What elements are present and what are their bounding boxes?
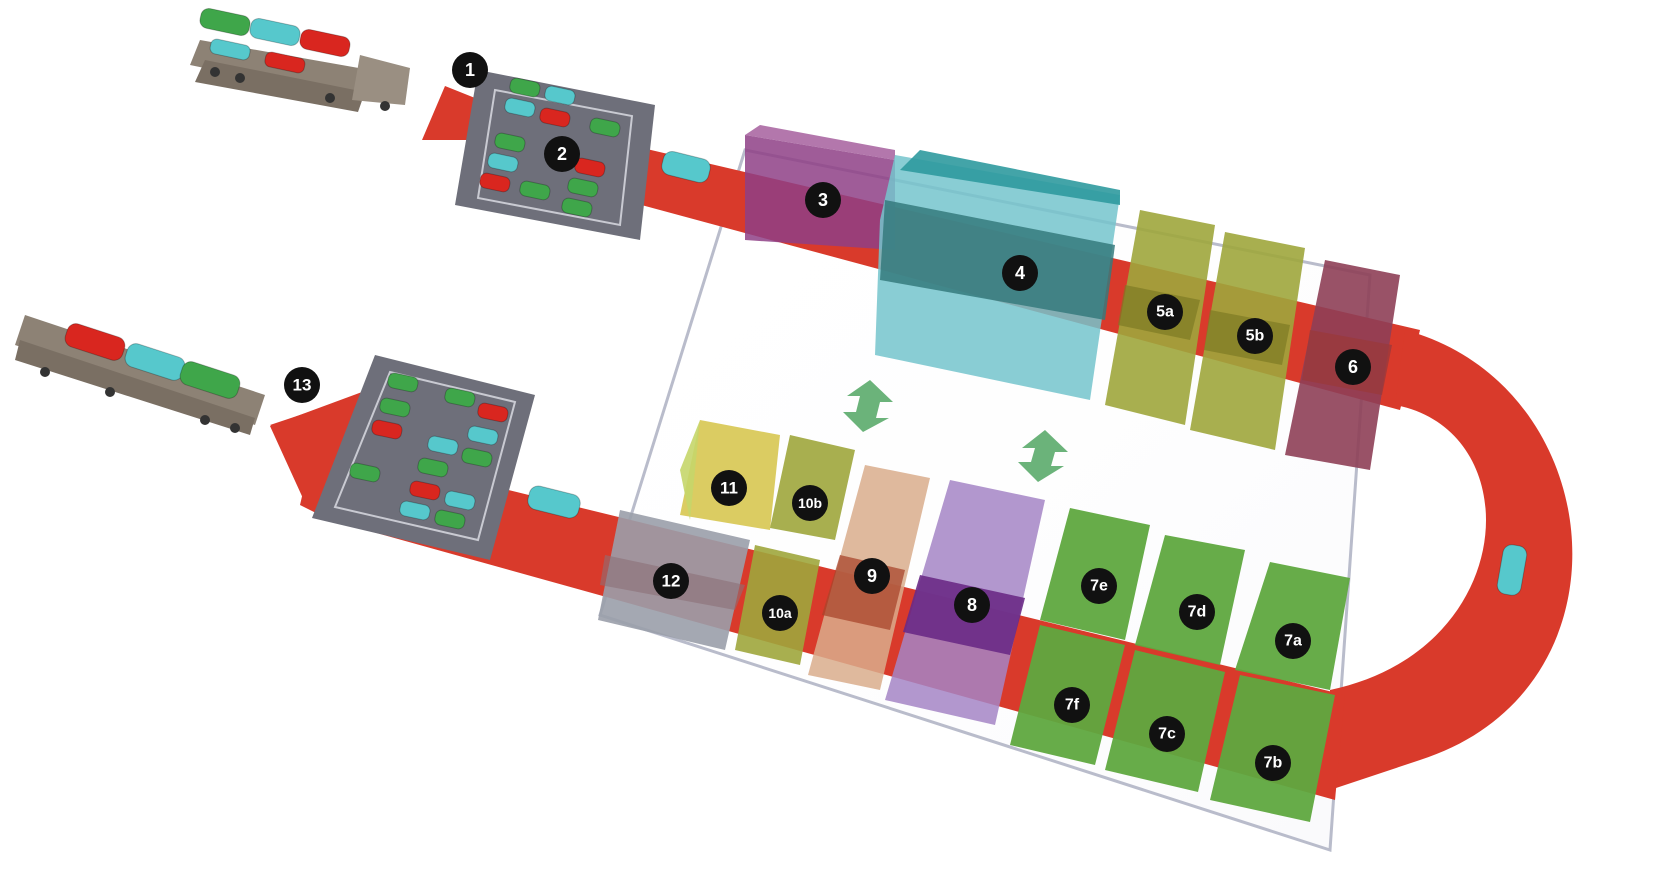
station-label-7b: 7b: [1264, 755, 1283, 772]
station-label-4: 4: [1015, 263, 1025, 283]
station-label-7a: 7a: [1284, 633, 1302, 650]
double-arrow-icon: [1018, 430, 1068, 482]
station-badge-7a: 7a: [1275, 623, 1311, 659]
station-label-13: 13: [293, 376, 312, 395]
parked-cars-inbound: [479, 77, 621, 218]
station-badge-13: 13: [284, 367, 320, 403]
station-label-5b: 5b: [1246, 328, 1265, 345]
station-badge-11: 11: [711, 470, 747, 506]
station-badge-1: 1: [452, 52, 488, 88]
station-badge-10a: 10a: [762, 595, 798, 631]
station-badge-5a: 5a: [1147, 294, 1183, 330]
outbound-parking-lot: [312, 355, 535, 560]
station-badge-7e: 7e: [1081, 568, 1117, 604]
station-badge-5b: 5b: [1237, 318, 1273, 354]
station-badge-4: 4: [1002, 255, 1038, 291]
station-badge-9: 9: [854, 558, 890, 594]
station-badge-7b: 7b: [1255, 745, 1291, 781]
parked-cars-outbound: [349, 372, 509, 530]
station-label-10b: 10b: [798, 495, 822, 511]
station-label-10a: 10a: [768, 605, 792, 621]
station-label-7e: 7e: [1090, 578, 1108, 595]
station-label-5a: 5a: [1156, 304, 1174, 321]
double-arrow-icon: [843, 380, 893, 432]
station-badge-3: 3: [805, 182, 841, 218]
station-badge-2: 2: [544, 136, 580, 172]
station-label-9: 9: [867, 566, 877, 586]
car-transporter-truck-icon: [15, 315, 265, 435]
station-label-7f: 7f: [1065, 697, 1080, 714]
station-label-12: 12: [662, 572, 681, 591]
station-badge-6: 6: [1335, 349, 1371, 385]
station-label-7d: 7d: [1188, 604, 1207, 621]
car-transporter-truck-icon: [190, 8, 410, 112]
station-label-11: 11: [720, 479, 738, 498]
station-label-1: 1: [465, 60, 475, 80]
station-label-3: 3: [818, 190, 828, 210]
station-4-block: [875, 150, 1120, 400]
outbound-arrow-tip: [270, 392, 362, 505]
u-turn-track: [1330, 330, 1573, 790]
station-badge-7d: 7d: [1179, 594, 1215, 630]
car-icon: [661, 150, 711, 184]
car-icon: [527, 485, 581, 519]
station-badge-10b: 10b: [792, 485, 828, 521]
station-label-8: 8: [967, 595, 977, 615]
station-badge-7c: 7c: [1149, 716, 1185, 752]
station-badge-8: 8: [954, 587, 990, 623]
station-label-2: 2: [557, 144, 567, 164]
station-badge-7f: 7f: [1054, 687, 1090, 723]
station-label-6: 6: [1348, 357, 1358, 377]
car-icon: [1496, 544, 1528, 596]
station-badge-12: 12: [653, 563, 689, 599]
station-label-7c: 7c: [1158, 726, 1176, 743]
